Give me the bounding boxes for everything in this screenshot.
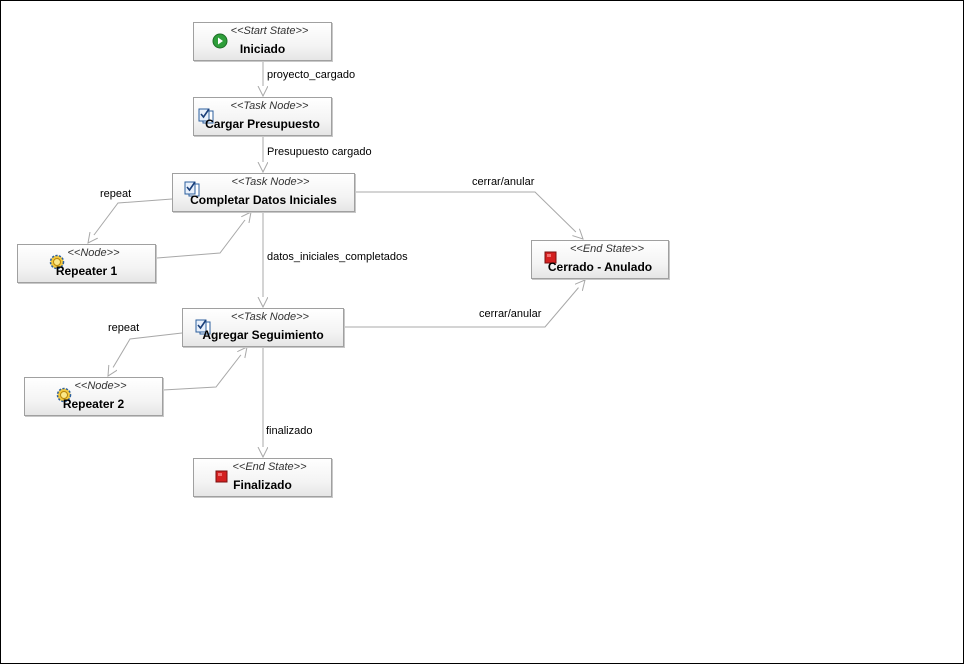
node-repeater-2[interactable]: <<Node>> Repeater 2	[24, 377, 163, 416]
node-name: Cerrado - Anulado	[547, 260, 653, 274]
edge-label-presupuesto-cargado: Presupuesto cargado	[267, 146, 372, 158]
node-iniciado[interactable]: <<Start State>> Iniciado	[193, 22, 332, 61]
edge-cerrar-anular-2[interactable]	[344, 280, 585, 328]
end-icon	[215, 470, 231, 486]
node-stereotype: <<Node>>	[67, 247, 120, 259]
edge-repeat-1-back[interactable]	[156, 212, 251, 259]
edge-label-cerrar-anular-2: cerrar/anular	[479, 308, 542, 320]
node-name: Agregar Seguimiento	[202, 328, 324, 342]
node-stereotype: <<Task Node>>	[230, 100, 309, 112]
start-icon	[212, 33, 228, 49]
node-stereotype: <<Node>>	[74, 380, 127, 392]
node-name: Repeater 2	[62, 397, 125, 411]
node-completar-datos-iniciales[interactable]: <<Task Node>> Completar Datos Iniciales	[172, 173, 355, 212]
node-stereotype: <<Task Node>>	[231, 311, 309, 323]
end-icon	[544, 251, 560, 267]
edge-cerrar-anular-1[interactable]	[355, 191, 583, 239]
node-name: Repeater 1	[55, 264, 118, 278]
node-stereotype: <<Task Node>>	[231, 176, 310, 188]
gear-icon	[56, 387, 72, 403]
node-name: Iniciado	[239, 42, 286, 56]
edge-repeat-1[interactable]	[88, 198, 173, 243]
edge-repeat-2-back[interactable]	[162, 347, 247, 391]
node-name: Cargar Presupuesto	[205, 117, 320, 131]
node-agregar-seguimiento[interactable]: <<Task Node>> Agregar Seguimiento	[182, 308, 344, 347]
edge-repeat-2[interactable]	[108, 332, 183, 376]
node-finalizado[interactable]: <<End State>> Finalizado	[193, 458, 332, 497]
gear-icon	[49, 254, 65, 270]
edge-label-repeat-2: repeat	[108, 322, 140, 334]
node-stereotype: <<Start State>>	[230, 25, 309, 37]
edge-label-cerrar-anular-1: cerrar/anular	[472, 176, 535, 188]
edge-label-finalizado: finalizado	[266, 425, 313, 437]
node-cerrado-anulado[interactable]: <<End State>> Cerrado - Anulado	[531, 240, 669, 279]
node-stereotype: <<End State>>	[569, 243, 644, 255]
edge-label-repeat-1: repeat	[100, 188, 132, 200]
task-icon	[198, 106, 214, 124]
node-stereotype: <<End State>>	[232, 461, 307, 473]
node-name: Completar Datos Iniciales	[190, 193, 337, 207]
node-repeater-1[interactable]: <<Node>> Repeater 1	[17, 244, 156, 283]
edge-label-proyecto-cargado: proyecto_cargado	[267, 69, 356, 81]
task-icon	[195, 317, 211, 335]
node-cargar-presupuesto[interactable]: <<Task Node>> Cargar Presupuesto	[193, 97, 332, 136]
edge-label-datos-iniciales: datos_iniciales_completados	[267, 251, 408, 263]
node-name: Finalizado	[233, 478, 292, 492]
task-icon	[184, 179, 200, 197]
